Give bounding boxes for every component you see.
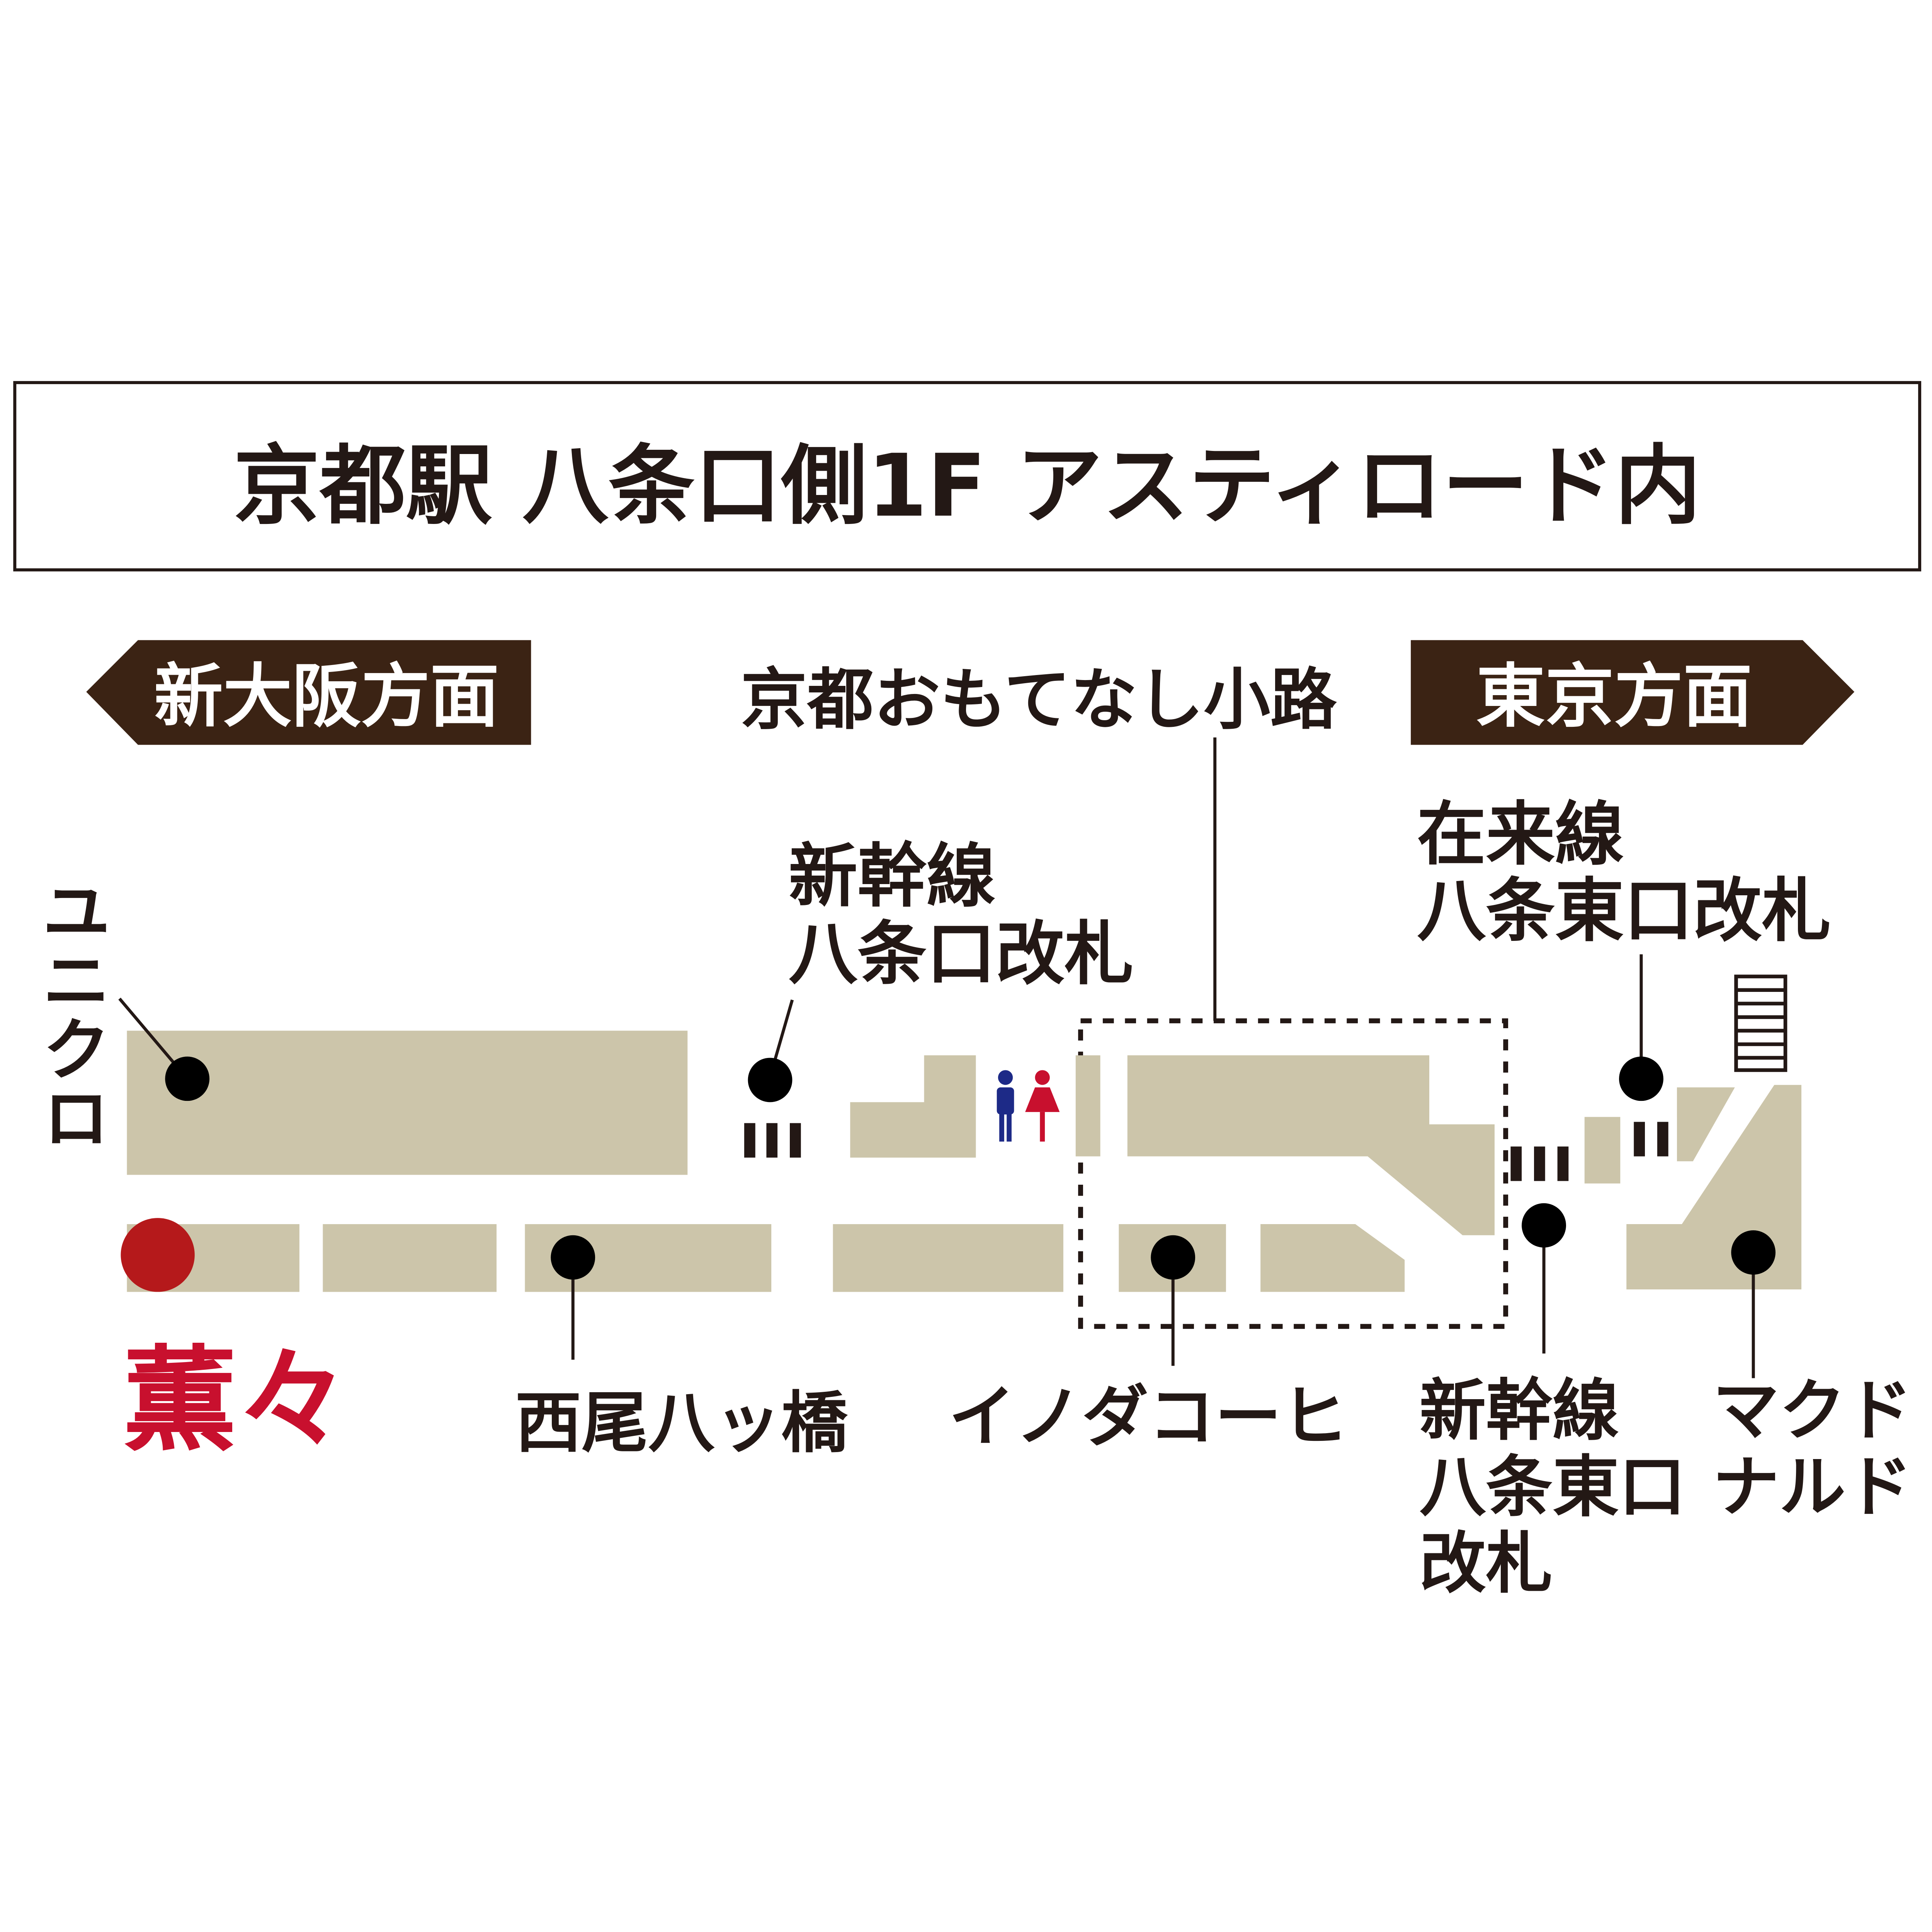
restroom-icon (997, 1070, 1060, 1142)
stairs-icon (1734, 975, 1787, 1072)
label-inoda-coffee: イノダコーヒ (949, 1378, 1348, 1456)
marker-uniqlo (165, 1056, 210, 1101)
marker-zairaisen-gate (1619, 1056, 1663, 1101)
ticket-gate-icon (1510, 1146, 1569, 1181)
label-zairaisen-gate-2: 八条東口改札 (1417, 871, 1831, 951)
ticket-gate-icon (1634, 1122, 1668, 1156)
label-shinkansen-east-gate-1: 新幹線 (1419, 1372, 1619, 1449)
title-box (13, 381, 1922, 571)
label-mcdonalds-1: マクド (1713, 1372, 1912, 1449)
map-title: 京都駅 八条口側1F アスティロード内 (233, 436, 1701, 536)
label-mcdonalds-2: ナルド (1713, 1448, 1912, 1526)
label-uniqlo: ユニクロ (30, 876, 111, 1151)
label-shinkansen-hachijo-gate-1: 新幹線 (789, 836, 996, 917)
marker-nishio-yatsuhashi (551, 1235, 595, 1280)
label-shinkansen-east-gate-2: 八条東口 (1419, 1448, 1685, 1526)
label-shinkansen-hachijo-gate-2: 八条口改札 (789, 914, 1134, 994)
marker-inoda-coffee (1151, 1235, 1196, 1280)
shop-blocks (127, 1031, 1801, 1292)
direction-west-banner: 新大阪方面 (86, 640, 531, 745)
marker-kaorukaoru (121, 1218, 195, 1292)
area-label: 京都おもてなし小路 (741, 661, 1337, 738)
label-kaorukaoru: 薫々 (123, 1335, 350, 1467)
marker-shinkansen-east-gate (1522, 1203, 1566, 1248)
marker-shinkansen-hachijo-gate (748, 1058, 793, 1102)
label-zairaisen-gate-1: 在来線 (1417, 794, 1624, 875)
direction-east-label: 東京方面 (1476, 656, 1752, 737)
direction-east-banner: 東京方面 (1411, 640, 1855, 745)
label-nishio-yatsuhashi: 西尾八ッ橋 (515, 1384, 848, 1462)
marker-mcdonalds (1731, 1230, 1776, 1275)
direction-west-label: 新大阪方面 (154, 656, 499, 737)
ticket-gate-icon (744, 1123, 801, 1158)
label-shinkansen-east-gate-3: 改札 (1419, 1525, 1552, 1602)
area-outline (1078, 1018, 1509, 1329)
